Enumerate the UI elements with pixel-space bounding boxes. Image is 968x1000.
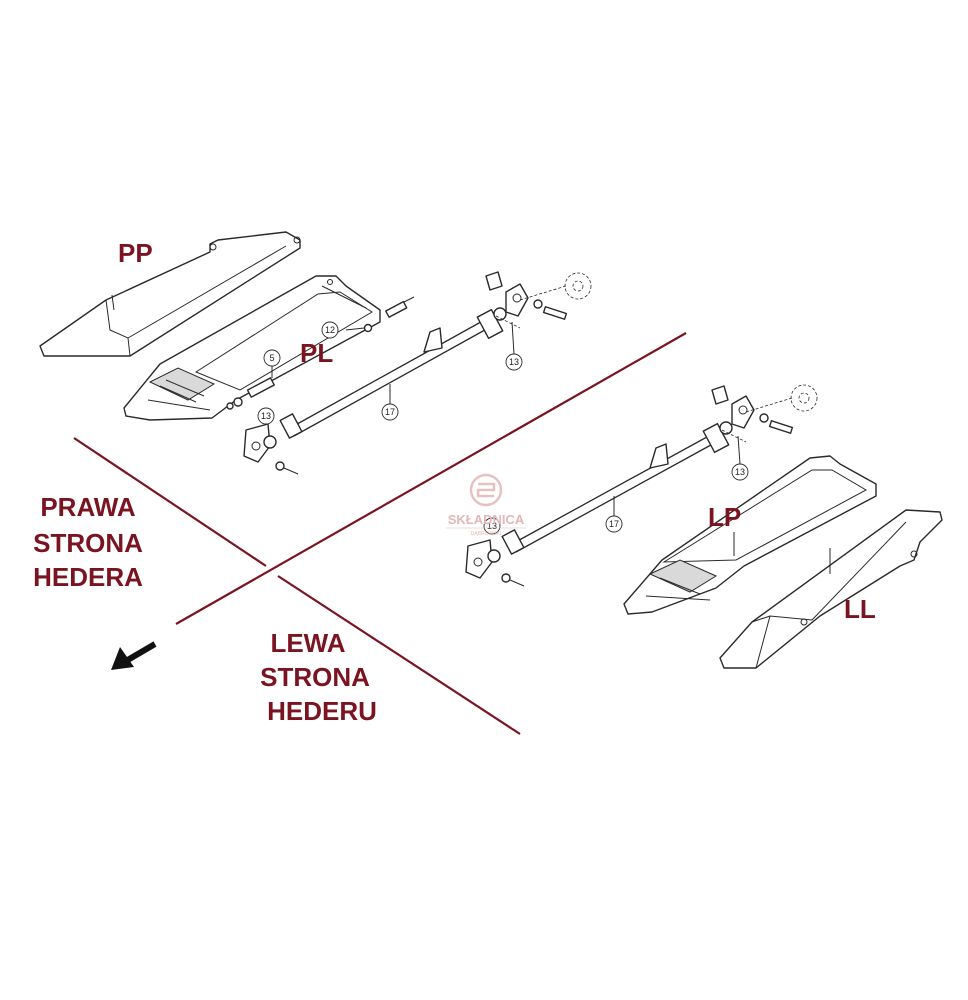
callout-13: 13 (735, 467, 745, 477)
side-left-line-1: LEWA (270, 628, 345, 658)
callout-5: 5 (269, 353, 274, 363)
label-pp: PP (118, 238, 153, 268)
divider-line-long (175, 332, 687, 625)
pl-hardware (226, 296, 415, 410)
side-label-left: LEWA STRONA HEDERU (260, 628, 377, 726)
callouts-left: 13 17 13 (483, 435, 749, 535)
watermark-name: SKŁADNICA (448, 512, 525, 527)
side-right-line-3: HEDERA (33, 562, 143, 592)
divider-lines (73, 332, 687, 735)
callout-17: 17 (609, 519, 619, 529)
side-left-line-2: STRONA (260, 662, 370, 692)
guard-pp (39, 231, 301, 357)
callout-17: 17 (385, 407, 395, 417)
side-left-line-3: HEDERU (267, 696, 377, 726)
callout-13: 13 (261, 411, 271, 421)
callouts-right: 12 5 13 17 13 (257, 321, 523, 425)
guard-ll (719, 509, 943, 669)
arrow-icon (111, 641, 157, 670)
side-right-line-2: STRONA (33, 528, 143, 558)
guard-lp (623, 455, 877, 615)
label-pl: PL (300, 338, 333, 368)
callout-12: 12 (325, 325, 335, 335)
watermark-sub: DĄBROWSKI (471, 531, 502, 537)
callout-13: 13 (487, 521, 497, 531)
callout-13: 13 (509, 357, 519, 367)
shaft-assembly-left (465, 384, 818, 587)
divider-line-lower (277, 575, 521, 735)
label-lp: LP (708, 502, 741, 532)
side-right-line-1: PRAWA (40, 492, 136, 522)
shaft-assembly-right (243, 271, 592, 475)
side-label-right: PRAWA STRONA HEDERA (33, 492, 143, 592)
skladnica-logo-icon (469, 473, 503, 507)
divider-line-upper (73, 437, 267, 567)
guard-pl (123, 275, 381, 421)
label-ll: LL (844, 594, 876, 624)
